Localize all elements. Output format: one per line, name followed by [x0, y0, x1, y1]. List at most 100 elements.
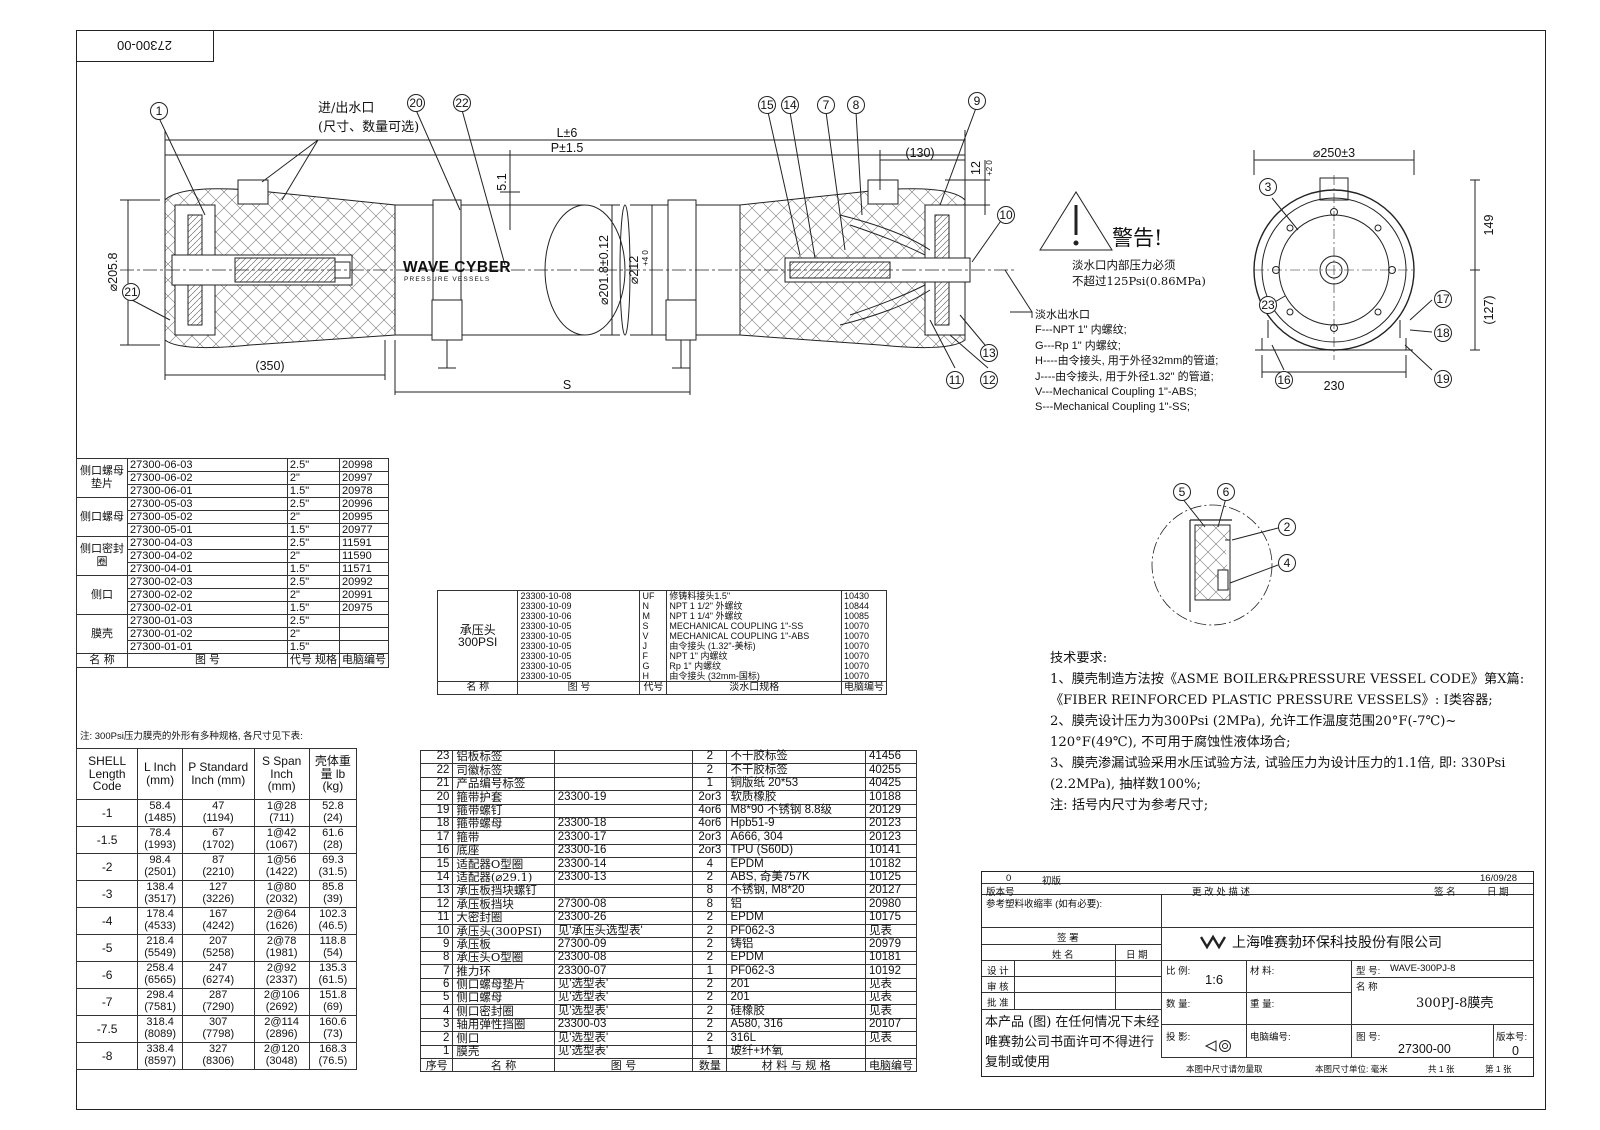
head-header-spec: 淡水口规格 [666, 681, 842, 695]
shell-value-metric: (3517) [144, 893, 176, 905]
bom-cell: 见表 [865, 924, 917, 939]
head-pc-code: 10844 [841, 601, 887, 611]
bom-cell: 27300-08 [553, 897, 694, 912]
shell-cell: 1@56(1422) [253, 853, 310, 881]
bom-cell: 8 [692, 883, 728, 899]
dim-201: ⌀201.8±0.12 [597, 235, 611, 305]
shell-value-metric: (1993) [144, 839, 176, 851]
parts-size: 1.5" [286, 601, 341, 615]
bom-cell: 20127 [865, 883, 917, 899]
shell-cell: 1@80(2032) [253, 880, 310, 908]
head-drawing-no: 23300-10-06 [517, 611, 641, 621]
shell-cell: 2@64(1626) [253, 907, 310, 935]
bom-cell: 20123 [865, 830, 917, 845]
company-name-row: 上海唯赛勃环保科技股份有限公司 [1200, 932, 1442, 952]
bom-cell: 铜版纸 20*53 [726, 776, 866, 792]
callout-19: 19 [1436, 372, 1450, 386]
shell-cell: 127(3226) [181, 880, 255, 908]
shell-code: -5 [75, 934, 139, 962]
dim-12-tol: +2 0 [985, 160, 994, 176]
shell-value: 138.4 [146, 881, 174, 894]
parts-size: 2" [286, 588, 341, 602]
parts-size: 2.5" [286, 497, 341, 511]
callout-8: 8 [853, 98, 860, 112]
bom-cell: 承压头O型圈 [452, 950, 555, 966]
shell-cell: 338.4(8597) [137, 1042, 183, 1070]
shell-cell: 151.8(69) [308, 988, 358, 1016]
shell-cell: 1@28(711) [253, 799, 310, 827]
bom-cell: 10 [419, 924, 454, 939]
bom-cell: 23300-03 [553, 1017, 694, 1033]
bom-cell: 膜壳 [452, 1044, 555, 1059]
parts-size: 2.5" [286, 614, 341, 628]
shell-value: 160.6 [319, 1016, 347, 1029]
shell-cell: 298.4(7581) [137, 988, 183, 1016]
material-label: 材 料: [1250, 966, 1275, 977]
head-pc-code: 10070 [841, 661, 887, 671]
shell-cell: 160.6(73) [308, 1015, 358, 1043]
dim-L: L±6 [557, 126, 578, 140]
bom-cell: 15 [419, 857, 454, 872]
bom-cell: 20 [419, 790, 454, 805]
bom-cell: 13 [419, 883, 454, 899]
parts-drawing-no: 27300-05-02 [127, 510, 288, 524]
callout-2: 2 [1284, 520, 1291, 534]
shell-value-metric: (6274) [202, 974, 235, 986]
shell-header-cell: S Span Inch (mm) [253, 748, 310, 800]
shell-value-metric: (2210) [202, 866, 235, 878]
head-code: V [639, 631, 668, 641]
foot-note: 本图中尺寸请勿量取 [1186, 1064, 1263, 1074]
bom-cell: 27300-09 [553, 937, 694, 952]
tech-line: 《FIBER REINFORCED PLASTIC PRESSURE VESSE… [1050, 693, 1493, 708]
shell-value-metric: (7581) [144, 1001, 176, 1013]
dim-212: ⌀212 [627, 256, 641, 284]
callout-1: 1 [156, 104, 163, 118]
bom-cell: 见表 [865, 991, 917, 1006]
shell-cell: 178.4(4533) [137, 907, 183, 935]
warning-title: 警告! [1112, 226, 1162, 250]
parts-pc-code: 11571 [339, 562, 389, 576]
head-pc-code: 10070 [841, 641, 887, 651]
bom-cell: 23300-17 [553, 830, 694, 845]
parts-pc-code: 20997 [339, 471, 389, 485]
shell-value-metric: (8597) [144, 1055, 176, 1067]
shell-value: 178.4 [146, 908, 174, 921]
parts-drawing-no: 27300-05-03 [127, 497, 288, 511]
head-drawing-no: 23300-10-05 [517, 641, 641, 651]
shell-value-metric: (4242) [202, 920, 235, 932]
callout-6: 6 [1223, 485, 1230, 499]
shell-header-cell: L Inch (mm) [137, 748, 183, 800]
shell-cell: 135.3(61.5) [308, 961, 358, 989]
foot-sheets: 共 1 张 [1428, 1064, 1455, 1074]
version-value: 0 [1512, 1044, 1519, 1058]
callout-20: 20 [409, 96, 423, 110]
head-group-name: 承压头 300PSI [436, 590, 519, 682]
bom-cell: 23300-18 [553, 816, 694, 832]
role-design: 设 计 [987, 966, 1009, 977]
parts-drawing-no: 27300-06-01 [127, 484, 288, 498]
bom-cell: 轴用弹性挡圈 [452, 1017, 555, 1033]
shell-cell: 61.6(28) [308, 826, 358, 854]
callout-11: 11 [949, 373, 962, 387]
shell-cell: 47(1194) [181, 799, 255, 827]
shell-value: 1@42 [266, 827, 297, 840]
callout-7: 7 [823, 98, 830, 112]
shell-value: 287 [209, 989, 228, 1002]
dim-230: 230 [1324, 379, 1345, 393]
head-pc-code: 10085 [841, 611, 887, 621]
